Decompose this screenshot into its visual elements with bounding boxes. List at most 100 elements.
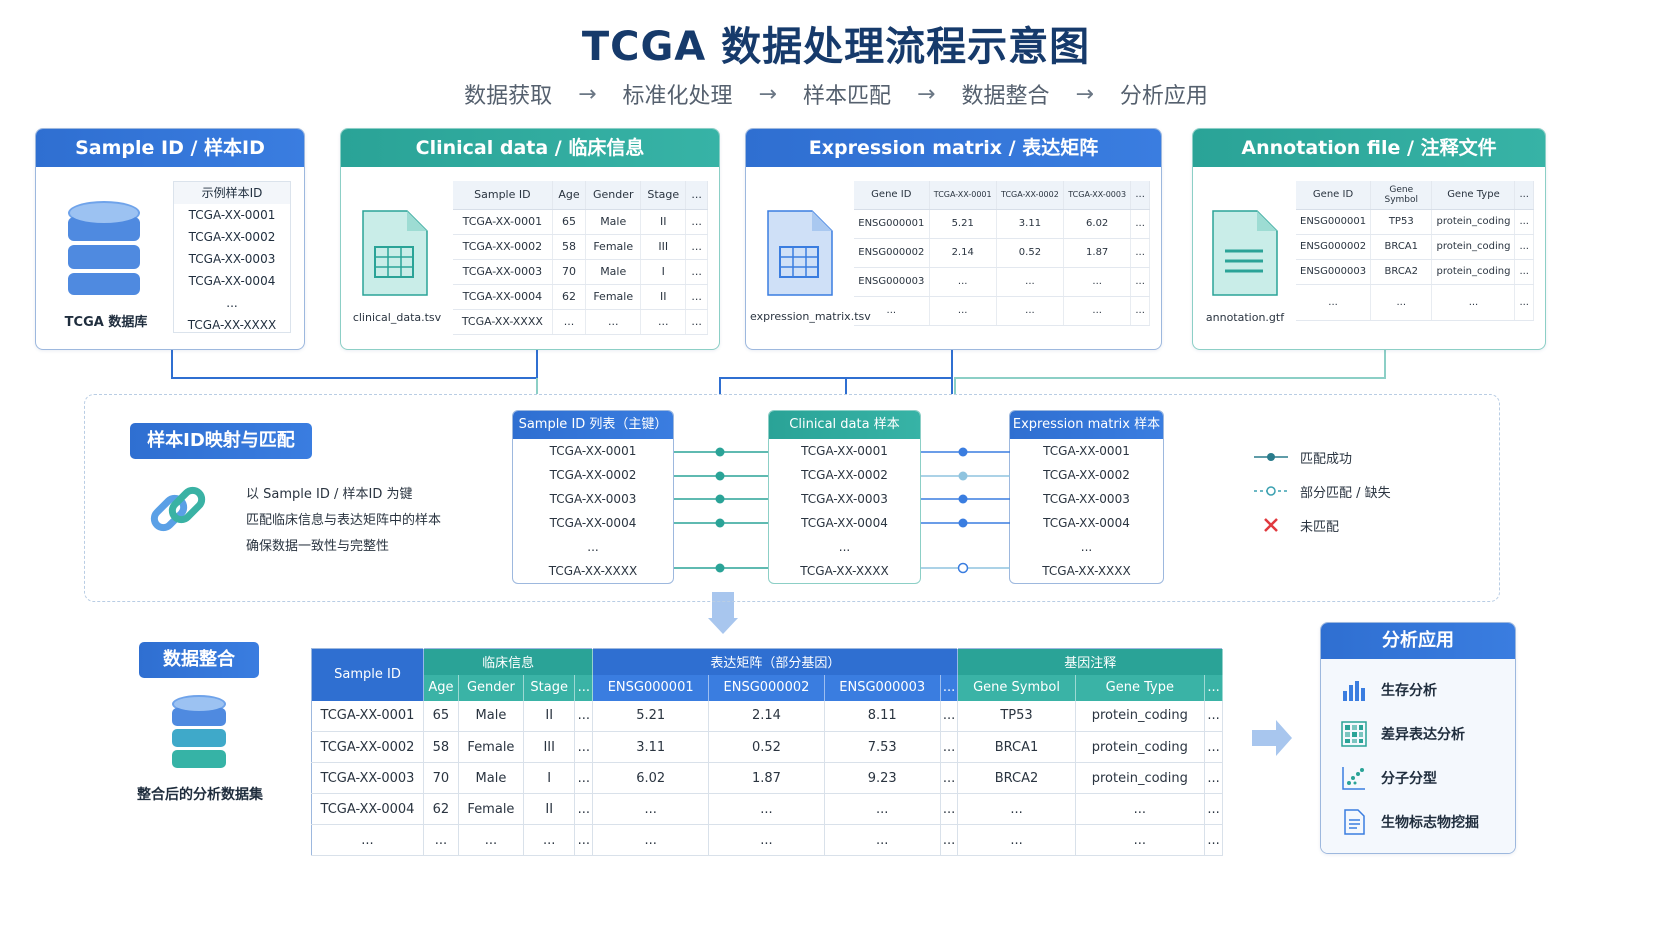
step-normalize: 标准化处理 [622,84,733,109]
cell: ... [940,762,959,794]
column-header: Stage [523,674,576,701]
cell: 58 [423,731,459,763]
arrow-right-icon: → [917,81,936,107]
cell: ... [1130,296,1150,326]
card-annotation-header: Annotation file / 注释文件 [1193,129,1545,167]
database-icon [68,201,140,295]
cell: protein_coding [1431,209,1516,235]
cell: ... [1204,762,1223,794]
card-clinical-header: Clinical data / 临床信息 [341,129,719,167]
column-header: TCGA-XX-0003 [1063,181,1132,210]
cell: ... [423,824,459,856]
cell: 0.52 [996,238,1065,268]
legend-label: 部分匹配 / 缺失 [1300,485,1391,501]
card-sample-id-header: Sample ID / 样本ID [36,129,304,167]
cell: TP53 [1370,209,1433,235]
table-row: ENSG000003............ [854,267,1150,297]
column-header: ENSG000003 [824,674,941,701]
list-item: TCGA-XX-0003 [549,492,637,506]
cell: Male [585,209,642,235]
column-header: ... [1204,674,1223,701]
cell: ... [685,259,708,285]
cell: 62 [552,284,587,310]
column-header: Gene Symbol [957,674,1076,701]
cell: ... [1514,259,1534,285]
cell: ... [1063,296,1132,326]
column-header: Gene Type [1075,674,1206,701]
cell: 65 [552,209,587,235]
expression-sample-column: Expression matrix 样本 TCGA-XX-0001 TCGA-X… [1009,410,1164,584]
cell: ... [685,284,708,310]
card-sample-id: Sample ID / 样本ID TCGA 数据库 示例样本ID TCGA-XX… [35,128,305,350]
match-connectors [674,447,1010,574]
cell: Male [585,259,642,285]
expression-table: Gene ID TCGA-XX-0001 TCGA-XX-0002 TCGA-X… [854,181,1150,326]
cell: ... [929,267,997,297]
arrow-right-icon: → [578,81,597,107]
cell: ... [996,267,1065,297]
list-item: TCGA-XX-0002 [188,230,276,244]
list-title: 示例样本ID [174,182,290,204]
sample-id-list: 示例样本ID TCGA-XX-0001 TCGA-XX-0002 TCGA-XX… [173,181,291,333]
column-header: Expression matrix 样本 [1010,411,1163,439]
cell: ENSG000003 [854,267,930,297]
file-label: annotation.gtf [1205,311,1285,324]
list-item: TCGA-XX-0001 [549,444,637,458]
cell: Female [458,793,525,825]
cell: ... [523,824,576,856]
cell: protein_coding [1431,259,1516,285]
legend-label: 匹配成功 [1300,451,1353,467]
cell: ... [552,309,587,335]
cell: ... [940,731,959,763]
desc-line: 以 Sample ID / 样本ID 为键 [246,487,413,502]
cell: ... [685,234,708,260]
spreadsheet-file-icon [362,210,428,296]
app-item-biomarker: 生物标志物挖掘 [1341,809,1479,835]
heatmap-grid-icon [1341,721,1367,747]
cell: II [523,700,576,732]
sample-id-column: Sample ID 列表（主键） TCGA-XX-0001 TCGA-XX-00… [512,410,674,584]
cell: ... [592,793,710,825]
app-label: 分子分型 [1381,771,1437,787]
list-item: ... [587,540,599,554]
cell: ... [574,762,594,794]
column-header: Gene ID [1296,181,1372,210]
cell: ... [940,793,959,825]
cell: III [523,731,576,763]
desc-line: 匹配临床信息与表达矩阵中的样本 [246,513,442,528]
cell: 7.53 [824,731,941,763]
step-match: 样本匹配 [802,84,891,109]
arrow-right-icon: → [758,81,777,107]
table-row: ............ [1296,284,1534,321]
cell: Female [458,731,525,763]
cell: ENSG000002 [854,238,930,268]
cell: ... [1063,267,1132,297]
cell: TCGA-XX-0004 [311,793,424,825]
bar-chart-icon [1343,681,1365,701]
cell: ... [1130,238,1150,268]
list-item: TCGA-XX-0001 [188,208,276,222]
legend-label: 未匹配 [1300,519,1340,535]
cell: II [640,209,687,235]
group-header-clinical: 临床信息 [423,648,594,675]
cell: ... [957,824,1076,856]
cell: 3.11 [996,209,1065,239]
cell: 6.02 [1063,209,1132,239]
cell: protein_coding [1075,700,1206,732]
clinical-sample-column: Clinical data 样本 TCGA-XX-0001 TCGA-XX-00… [768,410,921,584]
cell: ... [996,296,1065,326]
cell: TP53 [957,700,1076,732]
list-item: TCGA-XX-0002 [549,468,637,482]
link-chain-icon [150,486,206,532]
cell: I [523,762,576,794]
cell: II [523,793,576,825]
cell: ... [929,296,997,326]
